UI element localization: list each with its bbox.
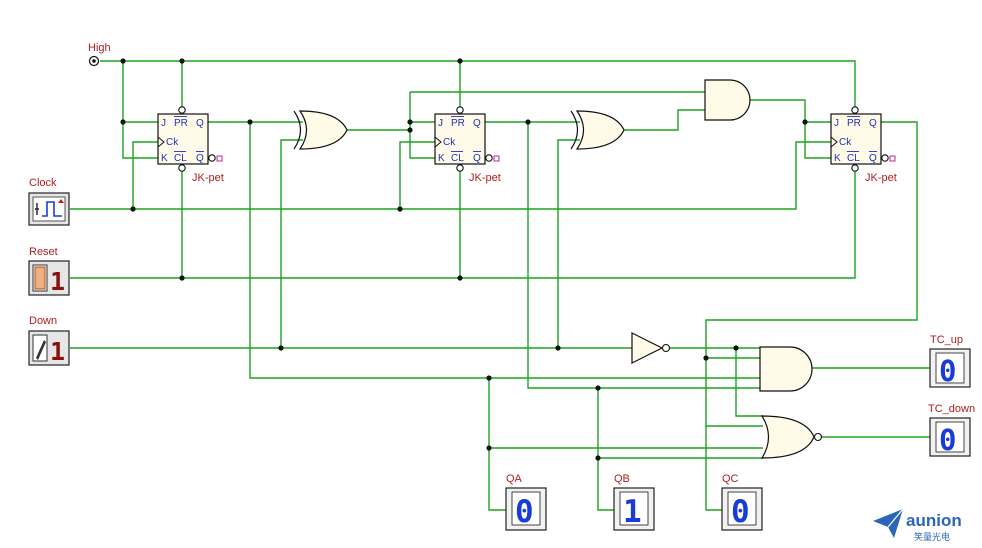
tc-down-display: TC_down 0 bbox=[928, 403, 975, 457]
pin-pr: PR bbox=[451, 118, 465, 129]
pin-qbar: Q bbox=[196, 153, 204, 164]
logo-subtitle: 笑量光电 bbox=[914, 531, 950, 543]
pin-qbar: Q bbox=[473, 153, 481, 164]
battery-icon bbox=[35, 203, 39, 215]
clock-edge-icon bbox=[157, 136, 165, 148]
ff2-part: JK-pet bbox=[469, 172, 501, 184]
qa-label: QA bbox=[506, 473, 523, 485]
pin-qbar: Q bbox=[869, 153, 877, 164]
lever-icon bbox=[36, 340, 46, 360]
logo-name: aunion bbox=[906, 511, 962, 530]
tc-down-value: 0 bbox=[939, 423, 956, 457]
arrow-up-icon bbox=[58, 199, 64, 203]
ff3-part: JK-pet bbox=[865, 172, 897, 184]
pin-ck: Ck bbox=[839, 137, 852, 148]
down-value: 1 bbox=[50, 337, 65, 366]
pin-cl: CL bbox=[451, 153, 464, 164]
high-source[interactable]: High bbox=[88, 42, 111, 67]
clock-source[interactable]: Clock bbox=[28, 177, 70, 226]
reset-switch[interactable]: Reset 1 bbox=[28, 246, 70, 296]
qc-value: 0 bbox=[731, 494, 750, 530]
qc-label: QC bbox=[722, 473, 739, 485]
clock-edge-icon bbox=[434, 136, 442, 148]
pin-pr: PR bbox=[847, 118, 861, 129]
pulse-wave-icon bbox=[42, 201, 62, 217]
paper-plane-icon bbox=[873, 509, 903, 538]
down-switch[interactable]: Down 1 bbox=[28, 315, 70, 366]
and-gate-tc-up[interactable] bbox=[759, 346, 813, 392]
pin-q: Q bbox=[473, 118, 481, 129]
qc-display: QC 0 bbox=[721, 473, 763, 531]
xor-gate-1[interactable] bbox=[293, 110, 348, 150]
nor-gate-tc-down[interactable] bbox=[760, 415, 823, 459]
pin-k: K bbox=[438, 153, 445, 164]
pin-cl: CL bbox=[174, 153, 187, 164]
pin-pr: PR bbox=[174, 118, 188, 129]
pin-j: J bbox=[438, 118, 443, 129]
qb-label: QB bbox=[614, 473, 630, 485]
toggle-icon bbox=[34, 266, 46, 290]
pin-j: J bbox=[161, 118, 166, 129]
jk-flipflop-2[interactable]: J PR Q Ck K CL Q JK-pet bbox=[434, 106, 501, 184]
qa-value: 0 bbox=[515, 494, 534, 530]
pin-k: K bbox=[161, 153, 168, 164]
tc-down-label: TC_down bbox=[928, 403, 975, 415]
pin-j: J bbox=[834, 118, 839, 129]
wires bbox=[70, 60, 930, 511]
not-gate[interactable] bbox=[631, 332, 671, 364]
qb-value: 1 bbox=[623, 494, 642, 530]
clock-label: Clock bbox=[29, 177, 57, 189]
pin-q: Q bbox=[196, 118, 204, 129]
clock-edge-icon bbox=[830, 136, 838, 148]
probe-icon bbox=[889, 155, 896, 162]
tc-up-display: TC_up 0 bbox=[929, 334, 971, 388]
tc-up-value: 0 bbox=[939, 354, 956, 388]
jk-flipflop-3[interactable]: J PR Q Ck K CL Q JK-pet bbox=[830, 106, 897, 184]
high-label: High bbox=[88, 42, 111, 54]
aunion-logo: aunion 笑量光电 bbox=[873, 508, 962, 543]
pin-cl: CL bbox=[847, 153, 860, 164]
qa-display: QA 0 bbox=[505, 473, 547, 531]
jk-flipflop-1[interactable]: J PR Q Ck K CL Q JK-pet bbox=[157, 106, 224, 184]
reset-label: Reset bbox=[29, 246, 58, 258]
xor-gate-2[interactable] bbox=[570, 110, 625, 150]
junction-dots bbox=[120, 58, 808, 461]
pin-ck: Ck bbox=[443, 137, 456, 148]
tc-up-label: TC_up bbox=[930, 334, 963, 346]
ff1-part: JK-pet bbox=[192, 172, 224, 184]
reset-value: 1 bbox=[50, 267, 65, 296]
pin-ck: Ck bbox=[166, 137, 179, 148]
qb-display: QB 1 bbox=[613, 473, 655, 531]
pin-q: Q bbox=[869, 118, 877, 129]
probe-icon bbox=[216, 155, 223, 162]
down-label: Down bbox=[29, 315, 57, 327]
pin-k: K bbox=[834, 153, 841, 164]
and-gate-1[interactable] bbox=[704, 79, 751, 121]
probe-icon bbox=[493, 155, 500, 162]
